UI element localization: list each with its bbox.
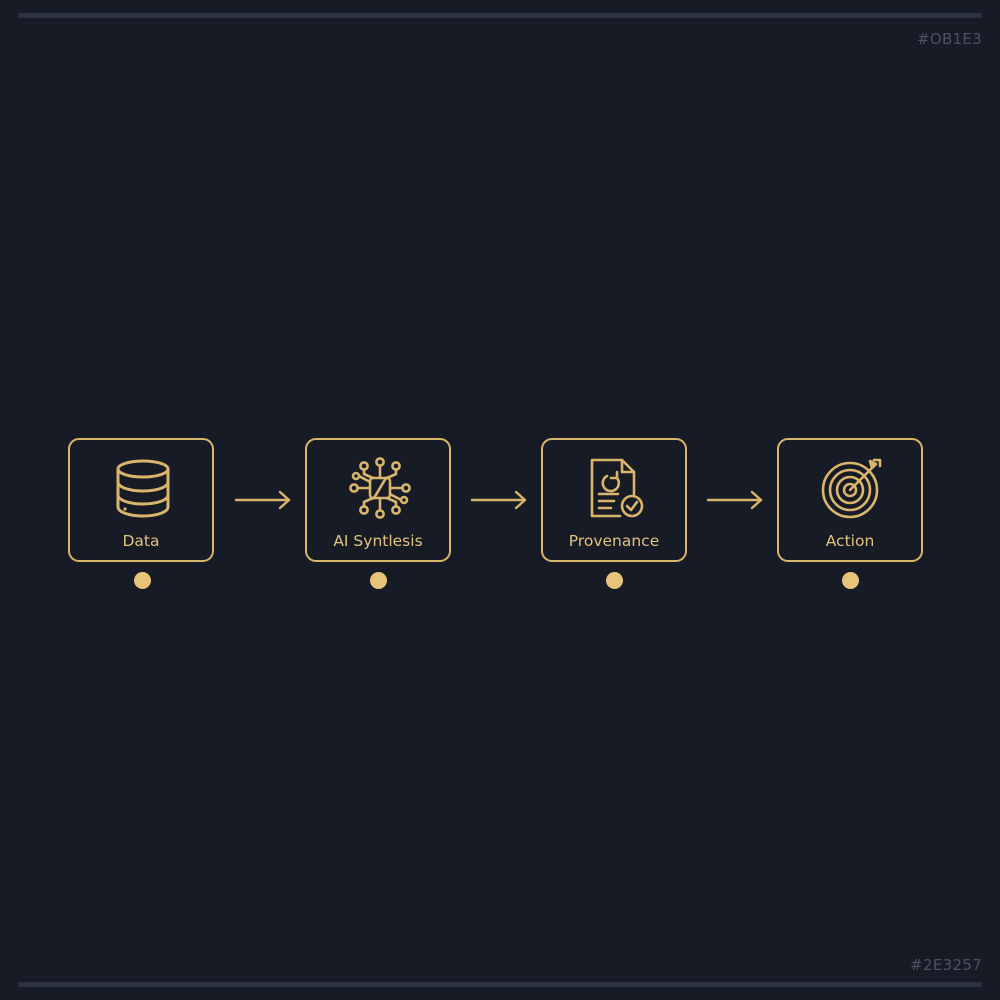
bottom-divider	[18, 982, 982, 987]
step-label: Provenance	[568, 532, 660, 550]
circuit-chip-icon	[348, 456, 412, 520]
step-ai-synthesis-node: AI Syntlesis	[305, 438, 451, 562]
target-icon	[820, 456, 884, 520]
arrow-right-icon	[706, 489, 764, 511]
step-label: Data	[122, 532, 160, 550]
header-code: #OB1E3	[916, 30, 982, 48]
step-marker-dot	[134, 572, 151, 589]
step-label: AI Syntlesis	[333, 532, 423, 550]
arrow-right-icon	[470, 489, 528, 511]
step-provenance-node: Provenance	[541, 438, 687, 562]
step-marker-dot	[842, 572, 859, 589]
top-divider	[18, 13, 982, 18]
step-data-node: Data	[68, 438, 214, 562]
database-icon	[111, 456, 175, 520]
arrow-right-icon	[234, 489, 292, 511]
step-action-node: Action	[777, 438, 923, 562]
step-label: Action	[825, 532, 875, 550]
step-marker-dot	[370, 572, 387, 589]
verified-document-icon	[584, 456, 648, 520]
step-marker-dot	[606, 572, 623, 589]
footer-code: #2E3257	[910, 956, 982, 974]
